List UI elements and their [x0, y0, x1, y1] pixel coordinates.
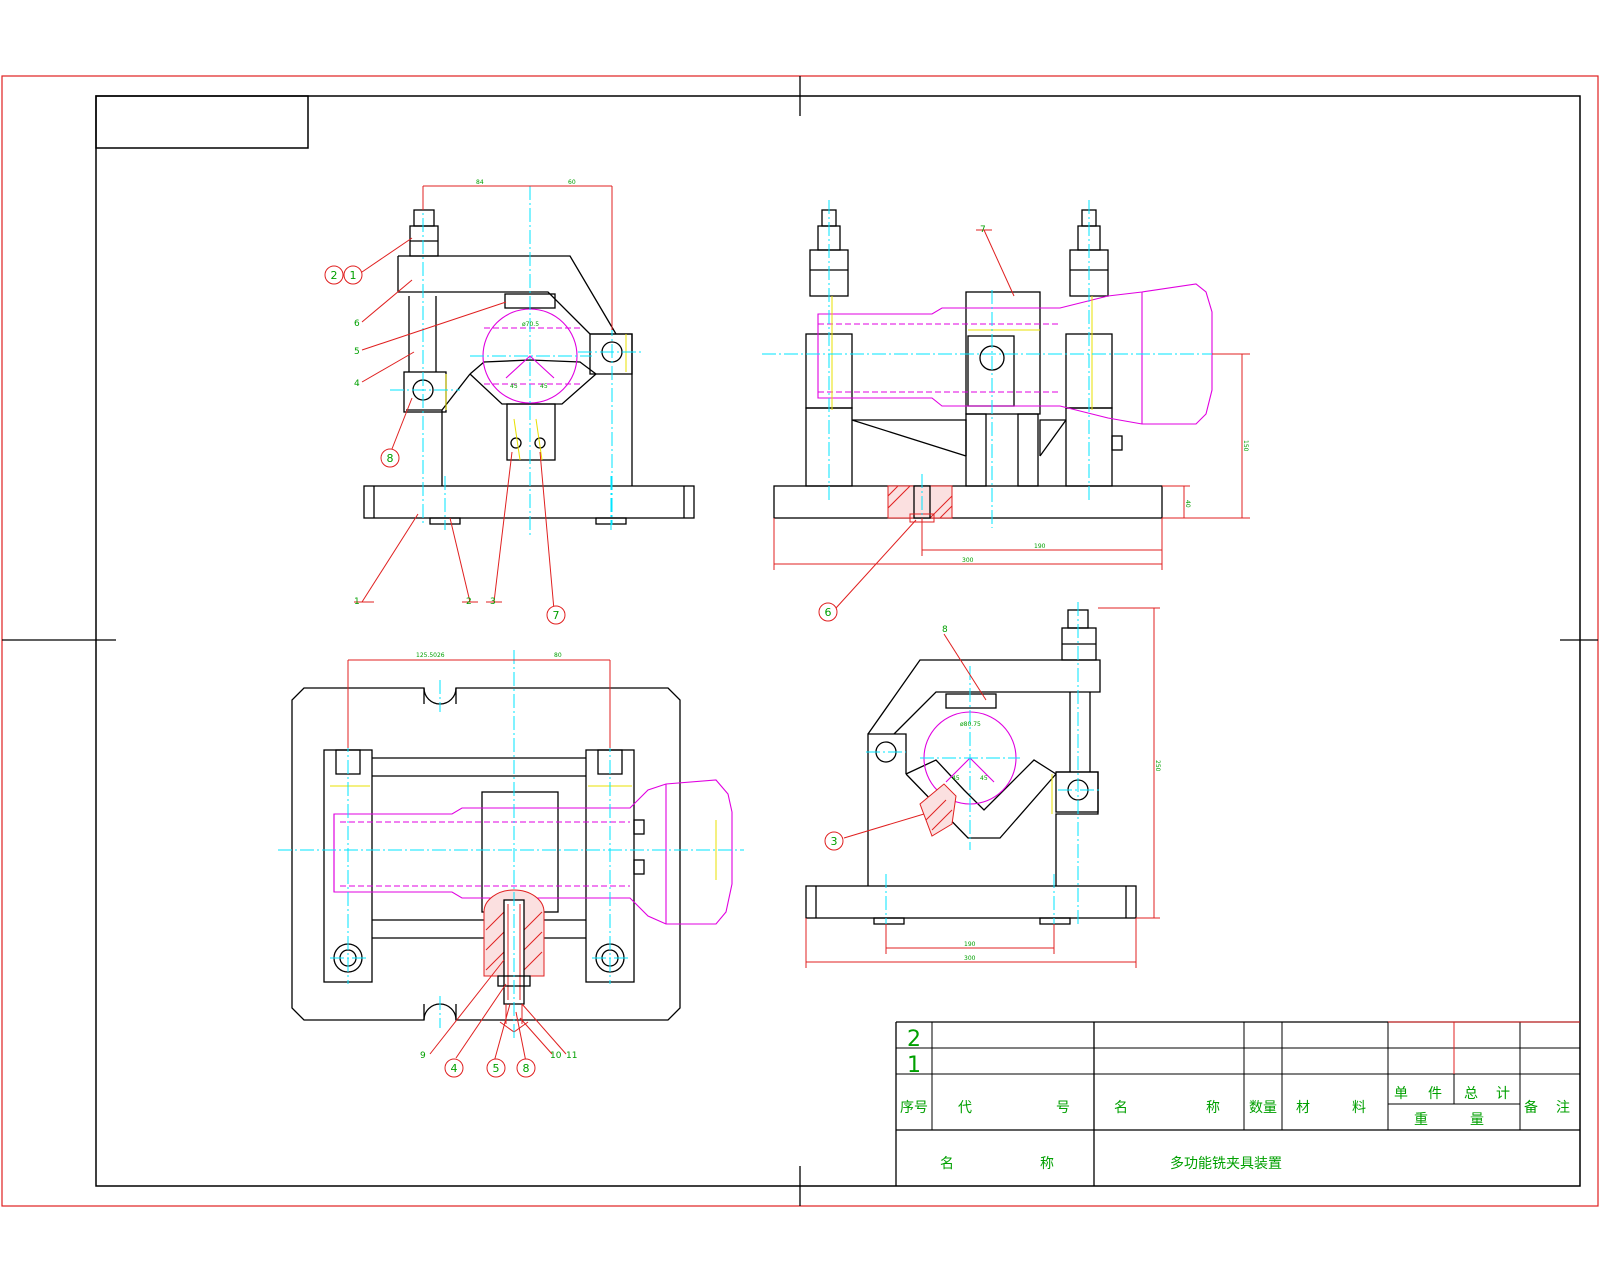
balloon-front-2	[324, 265, 344, 285]
label-top-11: 11	[566, 1051, 577, 1061]
label-side-7: 7	[980, 225, 986, 235]
label-front-2: 2	[466, 597, 472, 607]
balloon-top-4	[444, 1058, 464, 1078]
label-aux-8: 8	[942, 625, 948, 635]
dim-aux-190: 190	[964, 941, 976, 948]
label-front-4: 4	[354, 379, 360, 389]
balloon-side-6-text: 6	[825, 606, 832, 619]
header-weight-a: 重	[1414, 1112, 1428, 1128]
dim-aux-250: 250	[1154, 760, 1161, 772]
dim-front-angle-b: 45	[540, 383, 548, 390]
balloon-top-5	[486, 1058, 506, 1078]
balloon-top-8	[516, 1058, 536, 1078]
balloon-top-5-text: 5	[493, 1062, 500, 1075]
header-unit-b: 件	[1428, 1086, 1442, 1102]
header-material-a: 材	[1296, 1100, 1310, 1116]
outer-frame	[1, 75, 1599, 1207]
dim-side-300: 300	[962, 557, 974, 564]
dim-front-60: 60	[568, 179, 576, 186]
title-block: 2 1 序号 代 号 名 称 数量 材 料 单 件 总 计 重 量 备 注 名 …	[895, 1021, 1580, 1186]
aux-view-annotations: 3 8 ø80.75 45 45 190 300 250	[824, 625, 1161, 962]
header-weight-b: 量	[1470, 1112, 1484, 1128]
dim-front-dia: ø70.5	[522, 321, 539, 328]
dim-side-190: 190	[1034, 543, 1046, 550]
label-front-3: 3	[490, 597, 496, 607]
balloon-side-6	[818, 602, 838, 622]
header-material-b: 料	[1352, 1100, 1366, 1116]
header-remark-a: 备	[1524, 1099, 1538, 1116]
header-seq: 序号	[900, 1100, 928, 1116]
dim-top-80: 80	[554, 652, 562, 659]
header-code-b: 号	[1056, 1100, 1070, 1116]
corner-box	[95, 95, 309, 149]
dim-side-40: 40	[1184, 500, 1191, 508]
dim-front-84: 84	[476, 179, 484, 186]
dim-top-125: 125.5026	[416, 652, 445, 659]
title-row-1-number: 1	[907, 1053, 921, 1078]
balloon-top-8-text: 8	[523, 1062, 530, 1075]
inner-frame	[95, 95, 1581, 1187]
header-unit-a: 单	[1394, 1086, 1408, 1102]
balloon-front-2-text: 2	[331, 269, 338, 282]
balloon-front-7	[546, 605, 566, 625]
header-qty: 数量	[1249, 1100, 1277, 1116]
centering-marks	[2, 76, 1598, 1206]
header-remark-b: 注	[1556, 1100, 1570, 1116]
top-view-annotations: 4 5 8 9 10 11 125.5026 80	[416, 652, 577, 1078]
front-view	[354, 185, 695, 611]
dim-side-150: 150	[1242, 440, 1249, 452]
balloon-front-8-text: 8	[387, 452, 394, 465]
aux-view	[805, 602, 1160, 968]
dim-aux-angle-a: 45	[952, 775, 960, 782]
header-total-b: 计	[1496, 1086, 1510, 1102]
balloon-front-8	[380, 448, 400, 468]
header-total-a: 总	[1464, 1086, 1478, 1102]
dim-aux-300: 300	[964, 955, 976, 962]
title-row-2-number: 2	[907, 1027, 921, 1052]
side-view	[762, 200, 1250, 609]
balloon-aux-3	[824, 831, 844, 851]
balloon-front-7-text: 7	[553, 609, 560, 622]
dim-aux-dia: ø80.75	[960, 721, 981, 728]
label-top-9: 9	[420, 1051, 426, 1061]
header-code-a: 代	[958, 1100, 972, 1116]
top-view	[278, 650, 744, 1063]
header-name-a: 名	[1114, 1100, 1128, 1116]
dim-front-angle-a: 45	[510, 383, 518, 390]
balloon-front-1-text: 1	[350, 269, 357, 282]
label-front-1: 1	[354, 597, 360, 607]
name-label-b: 称	[1040, 1156, 1054, 1172]
label-front-5: 5	[354, 347, 360, 357]
balloon-aux-3-text: 3	[831, 835, 838, 848]
label-top-10: 10	[550, 1051, 562, 1061]
side-view-annotations: 6 7 190 300 150 40	[818, 225, 1249, 622]
balloon-top-4-text: 4	[451, 1062, 458, 1075]
name-label-a: 名	[940, 1156, 954, 1172]
dim-aux-angle-b: 45	[980, 775, 988, 782]
label-front-6: 6	[354, 319, 360, 329]
drawing-name: 多功能铣夹具装置	[1170, 1155, 1282, 1172]
header-name-b: 称	[1206, 1100, 1220, 1116]
balloon-front-1	[343, 265, 363, 285]
front-view-annotations: 2 1 8 7 6 5 4 1 2 3 84 60 ø70.5 45 45	[324, 179, 576, 625]
